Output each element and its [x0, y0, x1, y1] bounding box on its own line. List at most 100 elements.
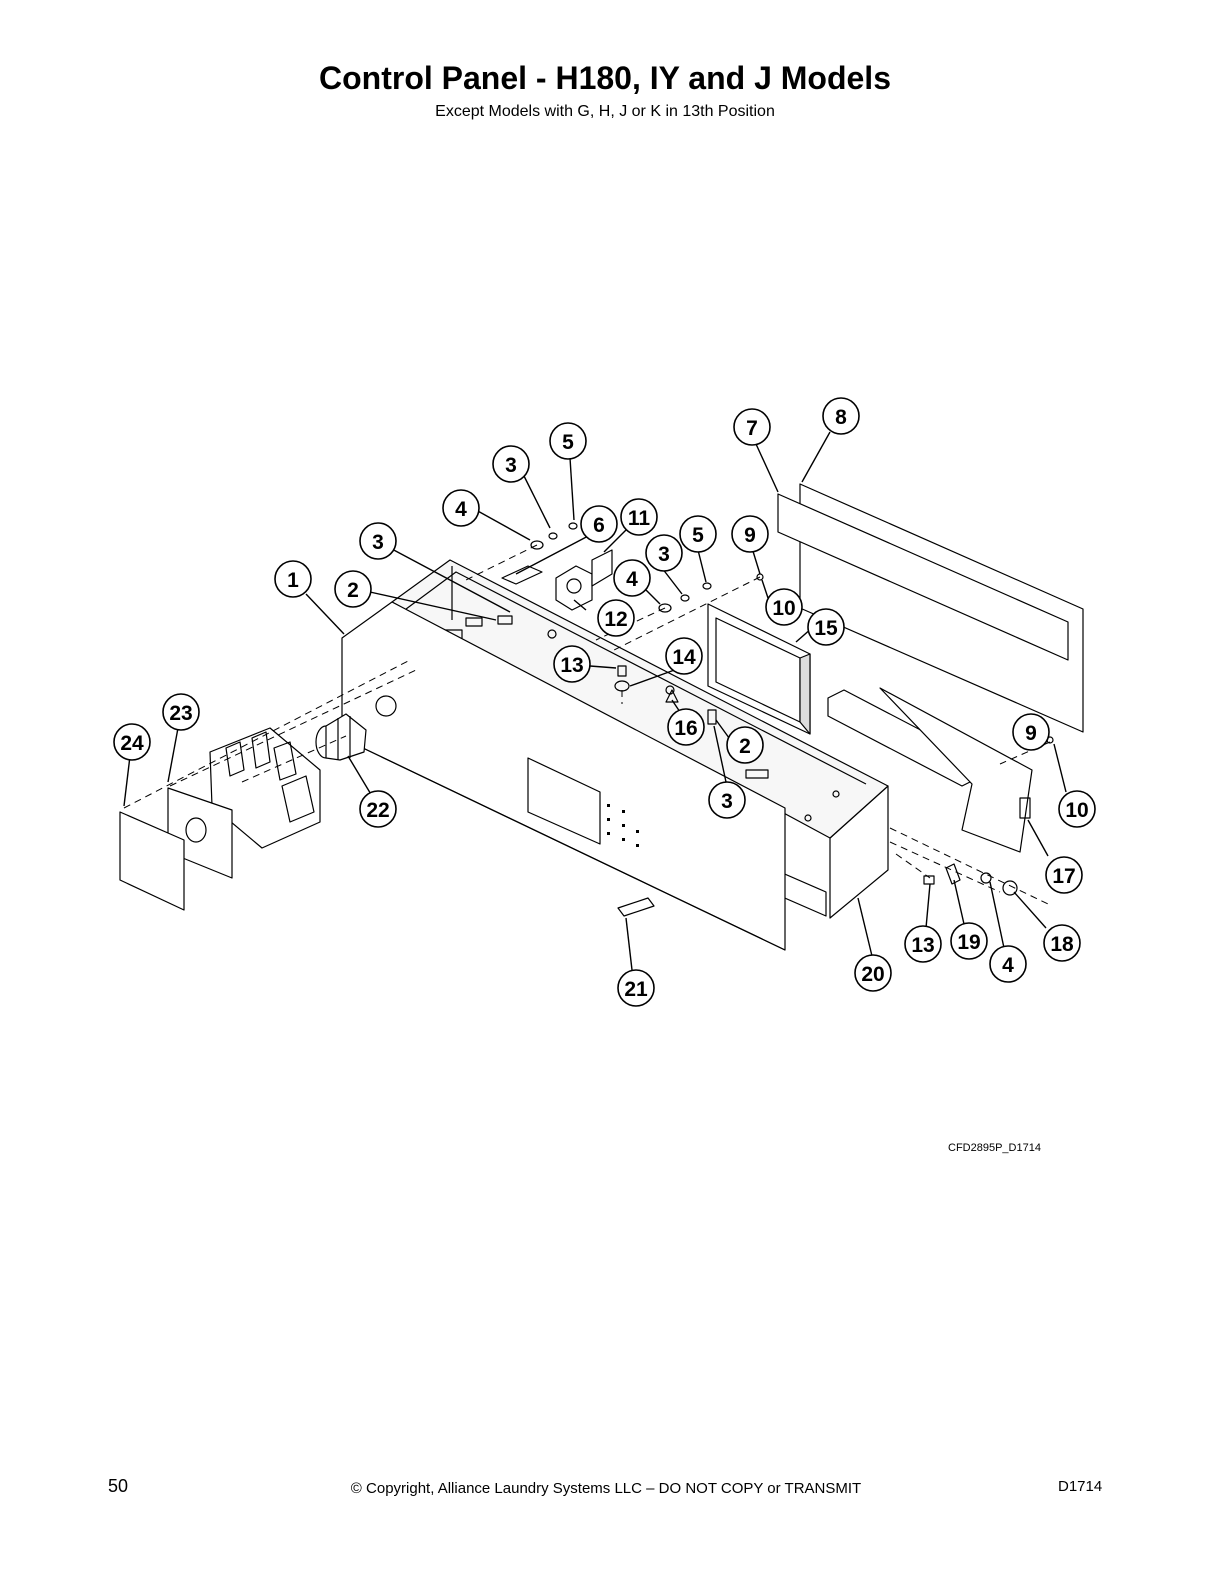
callout-9: 9: [731, 515, 769, 553]
svg-text:14: 14: [672, 646, 696, 669]
cover-part: [119, 811, 185, 911]
callout-14: 14: [665, 637, 703, 675]
label-part: [501, 565, 543, 585]
page-number: 50: [108, 1476, 129, 1496]
svg-text:10: 10: [772, 597, 795, 620]
callout-1: 1: [274, 560, 312, 598]
svg-text:18: 18: [1050, 933, 1074, 956]
front-panel-bottom: [341, 737, 786, 951]
svg-text:7: 7: [746, 417, 758, 440]
svg-text:22: 22: [366, 799, 389, 822]
rotary-switch-shaft: [566, 578, 582, 594]
svg-text:3: 3: [505, 454, 517, 477]
svg-text:2: 2: [739, 735, 751, 758]
callout-11: 11: [620, 498, 658, 536]
panel-knob-hole: [375, 695, 397, 717]
svg-text:17: 17: [1052, 865, 1075, 888]
callout-20: 20: [854, 954, 892, 992]
callout-4: 4: [442, 489, 480, 527]
callout-5: 5: [549, 422, 587, 460]
svg-text:4: 4: [455, 498, 467, 521]
callout-19: 19: [950, 922, 988, 960]
svg-text:3: 3: [658, 543, 670, 566]
svg-text:3: 3: [721, 790, 733, 813]
svg-text:10: 10: [1065, 799, 1088, 822]
drawing-code: CFD2895P_D1714: [948, 1142, 1041, 1154]
callout-10: 10: [765, 588, 803, 626]
page-title: Control Panel - H180, IY and J Models: [319, 60, 891, 96]
callout-3: 3: [645, 534, 683, 572]
svg-text:3: 3: [372, 531, 384, 554]
svg-text:9: 9: [744, 524, 756, 547]
console-clip: [465, 617, 483, 627]
callout-3: 3: [359, 522, 397, 560]
document-id: D1714: [1058, 1478, 1103, 1495]
control-board-part: [879, 687, 1033, 853]
svg-text:6: 6: [593, 514, 605, 537]
callout-21: 21: [617, 969, 655, 1007]
svg-text:9: 9: [1025, 722, 1037, 745]
callout-8: 8: [822, 397, 860, 435]
callout-7: 7: [733, 408, 771, 446]
back-plate-hole: [185, 817, 207, 843]
callout-5: 5: [679, 515, 717, 553]
panel-display-window: [527, 757, 601, 845]
callouts: 1 2 3 4 5 3 6 11 3 5 4 7 8 9 10 15 12 13…: [113, 397, 1096, 1007]
copyright-notice: © Copyright, Alliance Laundry Systems LL…: [350, 1480, 862, 1497]
knob-body: [325, 713, 367, 761]
svg-text:4: 4: [1002, 954, 1014, 977]
callout-15: 15: [807, 608, 845, 646]
console-inner-rail: [401, 571, 867, 785]
svg-text:2: 2: [347, 579, 359, 602]
console-screw-hole: [804, 814, 812, 822]
callout-9: 9: [1012, 713, 1050, 751]
svg-text:15: 15: [814, 617, 838, 640]
hardware-items: [497, 522, 1054, 896]
callout-4: 4: [613, 559, 651, 597]
svg-text:21: 21: [624, 978, 648, 1001]
console-stud: [547, 629, 557, 639]
overlay-strip-part: [777, 493, 1069, 661]
callout-3: 3: [708, 781, 746, 819]
panel-keypad-dots: [607, 804, 639, 847]
svg-text:23: 23: [169, 702, 192, 725]
console-slot: [745, 769, 769, 779]
callout-13: 13: [904, 925, 942, 963]
svg-text:5: 5: [692, 524, 704, 547]
button-strip-part: [617, 897, 655, 917]
svg-text:13: 13: [911, 934, 934, 957]
callout-10: 10: [1058, 790, 1096, 828]
board-connector: [1019, 797, 1031, 819]
svg-text:24: 24: [120, 732, 144, 755]
coin-mechanism-details: [225, 731, 315, 823]
svg-text:5: 5: [562, 431, 574, 454]
callout-18: 18: [1043, 924, 1081, 962]
page-subtitle: Except Models with G, H, J or K in 13th …: [435, 103, 775, 120]
svg-text:20: 20: [861, 963, 884, 986]
svg-text:11: 11: [628, 507, 651, 530]
svg-text:19: 19: [957, 931, 980, 954]
callout-12: 12: [597, 599, 635, 637]
callout-16: 16: [667, 708, 705, 746]
svg-text:16: 16: [674, 717, 697, 740]
lens-part: [591, 549, 613, 587]
callout-13: 13: [553, 645, 591, 683]
svg-text:1: 1: [287, 569, 299, 592]
callout-2: 2: [334, 570, 372, 608]
rotary-switch-part: [555, 565, 593, 611]
svg-text:13: 13: [560, 654, 583, 677]
callout-6: 6: [580, 505, 618, 543]
leader-lines: [123, 431, 1067, 971]
parts-drawing: [119, 483, 1084, 951]
svg-text:8: 8: [835, 406, 847, 429]
callout-17: 17: [1045, 856, 1083, 894]
svg-text:4: 4: [626, 568, 638, 591]
callout-23: 23: [162, 693, 200, 731]
callout-4: 4: [989, 945, 1027, 983]
display-module-bezel: [799, 653, 811, 735]
svg-text:12: 12: [604, 608, 627, 631]
console-screw-hole: [832, 790, 840, 798]
callout-3: 3: [492, 445, 530, 483]
callout-2: 2: [726, 726, 764, 764]
